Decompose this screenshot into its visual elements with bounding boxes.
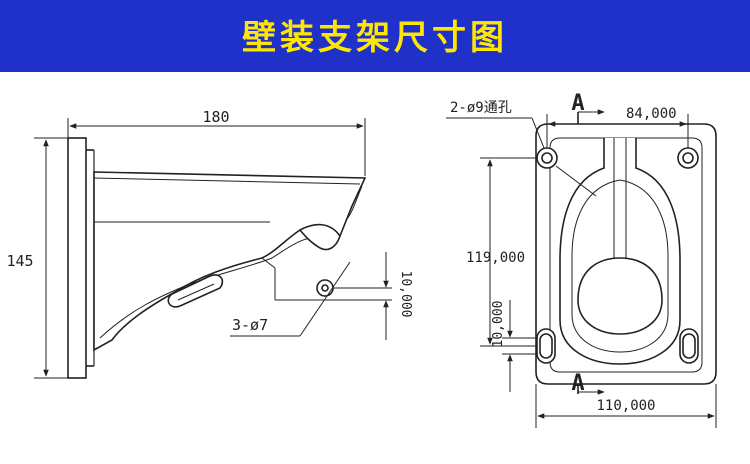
- dimension-drawing: 180 145 3-ø7 10,000: [0, 72, 750, 460]
- grip-slot-inner: [177, 283, 215, 301]
- bottom-right-slot-inner: [682, 333, 696, 359]
- arm-ridge: [93, 177, 361, 185]
- slot-offset-label: 10,000: [491, 301, 506, 348]
- top-right-hole-inner: [682, 152, 694, 164]
- grip-slot: [167, 274, 224, 308]
- hole-label-leader: [531, 117, 545, 149]
- arm-body: [93, 171, 367, 352]
- mount-hole-center: [321, 284, 329, 292]
- vertical-spacing-label: 119,000: [466, 250, 525, 266]
- top-right-hole: [677, 147, 699, 169]
- arm-line: [261, 257, 276, 269]
- bottom-left-slot: [536, 328, 556, 364]
- section-label-top: A: [571, 91, 584, 116]
- front-width-label: 110,000: [596, 398, 655, 414]
- top-spacing-label: 84,000: [626, 106, 677, 122]
- arm-front-inner: [571, 179, 669, 353]
- page-title: 壁装支架尺寸图: [242, 18, 508, 58]
- offset-label: 10,000: [398, 271, 413, 318]
- hole-leader-front: [555, 165, 597, 197]
- side-view: [67, 137, 367, 379]
- bottom-right-slot: [679, 328, 699, 364]
- front-view: [535, 123, 717, 385]
- hole-label: 3-ø7: [232, 316, 268, 334]
- arm-inner-edge: [99, 235, 321, 339]
- side-view-dimensions: [34, 118, 392, 379]
- hole-leader: [299, 261, 351, 337]
- front-hole-label: 2-ø9通孔: [450, 100, 512, 116]
- section-label-bottom: A: [571, 371, 584, 396]
- title-banner: 壁装支架尺寸图: [0, 0, 750, 72]
- arm-tip: [339, 185, 363, 237]
- drawing-canvas: 180 145 3-ø7 10,000: [6, 91, 717, 428]
- width-label: 180: [202, 108, 229, 126]
- top-left-hole-inner: [541, 152, 553, 164]
- mount-hole: [316, 279, 334, 297]
- front-view-dimensions: [446, 109, 717, 428]
- bottom-left-slot-inner: [539, 333, 553, 359]
- front-plate-inner: [549, 137, 703, 373]
- arm-nose: [298, 223, 341, 251]
- height-label: 145: [6, 252, 33, 270]
- top-left-hole: [536, 147, 558, 169]
- ball-joint: [577, 257, 663, 335]
- wall-plate: [67, 137, 87, 379]
